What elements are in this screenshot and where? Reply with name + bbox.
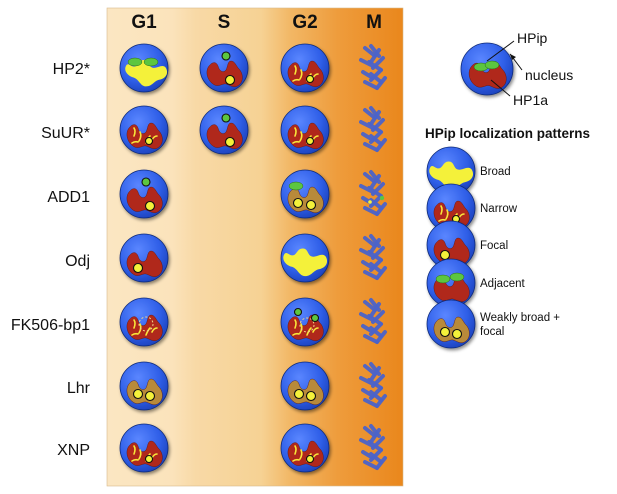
- nucleus-xnp-g2: [280, 423, 330, 473]
- nucleus-add1-g1: [119, 169, 169, 219]
- legend-item-focal: Focal: [426, 220, 508, 270]
- row-labels: HP2* SuUR* ADD1 Odj FK506-bp1 Lhr XNP: [11, 61, 91, 459]
- nucleus-odj-g2: [280, 233, 330, 283]
- legend-label: Focal: [480, 240, 508, 252]
- row-label-odj: Odj: [65, 253, 90, 270]
- row-label-fk506: FK506-bp1: [11, 317, 90, 334]
- legend-swatch-adjacent: [426, 258, 476, 308]
- row-label-xnp: XNP: [57, 442, 90, 459]
- nucleus-hp2-g2: [280, 43, 330, 93]
- nucleus-hp2-m: [359, 44, 387, 90]
- legend-item-broad: Broad: [426, 146, 511, 196]
- nucleus-fk506bp1-g1: [119, 297, 169, 347]
- column-header-g2: G2: [292, 12, 317, 33]
- legend-label: Adjacent: [480, 278, 526, 290]
- nucleus-odj-g1: [119, 233, 169, 283]
- legend-item-weak-focal: Weakly broad + focal: [426, 299, 560, 349]
- legend-title: HPip localization patterns: [425, 126, 590, 141]
- nucleus-suur-g1: [119, 105, 169, 155]
- pattern-grid: [119, 43, 387, 473]
- row-label-suur: SuUR*: [41, 125, 90, 142]
- callout-line-hpip: [486, 40, 515, 62]
- column-header-s: S: [218, 12, 231, 33]
- nucleus-fk506bp1-m: [359, 298, 387, 344]
- legend-label: Narrow: [480, 203, 518, 215]
- nucleus-lhr-g1: [119, 361, 169, 411]
- legend-swatch-focal: [426, 220, 476, 270]
- callout-nucleus: nucleus: [525, 67, 573, 83]
- column-header-m: M: [366, 12, 382, 33]
- column-headers: G1 S G2 M: [131, 12, 382, 33]
- row-label-add1: ADD1: [47, 189, 90, 206]
- nucleus-suur-s: [199, 105, 249, 155]
- legend-item-narrow: Narrow: [426, 183, 518, 233]
- callout-hpip: HPip: [517, 30, 548, 46]
- legend-nucleus-diagram: [460, 42, 514, 96]
- nucleus-fk506bp1-g2: [280, 297, 330, 347]
- nucleus-lhr-m: [359, 362, 387, 408]
- nucleus-hp2-g1: [119, 43, 169, 93]
- legend-swatch-broad: [426, 146, 476, 196]
- callout-arrowhead: [510, 54, 516, 60]
- nucleus-suur-g2: [280, 105, 330, 155]
- nucleus-add1-m: [359, 170, 387, 216]
- nucleus-add1-g2: [280, 169, 330, 219]
- column-header-g1: G1: [131, 12, 157, 33]
- legend-swatch-narrow: [426, 183, 476, 233]
- legend-label: Weakly broad +: [480, 312, 560, 324]
- nucleus-xnp-g1: [119, 423, 169, 473]
- legend-nucleus-cell: [460, 42, 514, 96]
- nucleus-lhr-g2: [280, 361, 330, 411]
- nucleus-odj-m: [359, 234, 387, 280]
- callout-hp1a: HP1a: [513, 92, 548, 108]
- legend-swatch-weak-focal: [426, 299, 476, 349]
- legend-item-adjacent: Adjacent: [426, 258, 526, 308]
- legend-label-line2: focal: [480, 326, 504, 338]
- legend-label: Broad: [480, 166, 511, 178]
- callout-line-hp1a: [490, 79, 511, 97]
- nucleus-suur-m: [359, 106, 387, 152]
- legend: HPip nucleus HP1a HPip localization patt…: [425, 30, 590, 349]
- nucleus-hp2-s: [199, 43, 249, 93]
- nucleus-xnp-m: [359, 424, 387, 470]
- row-label-hp2: HP2*: [53, 61, 90, 78]
- row-label-lhr: Lhr: [67, 380, 91, 397]
